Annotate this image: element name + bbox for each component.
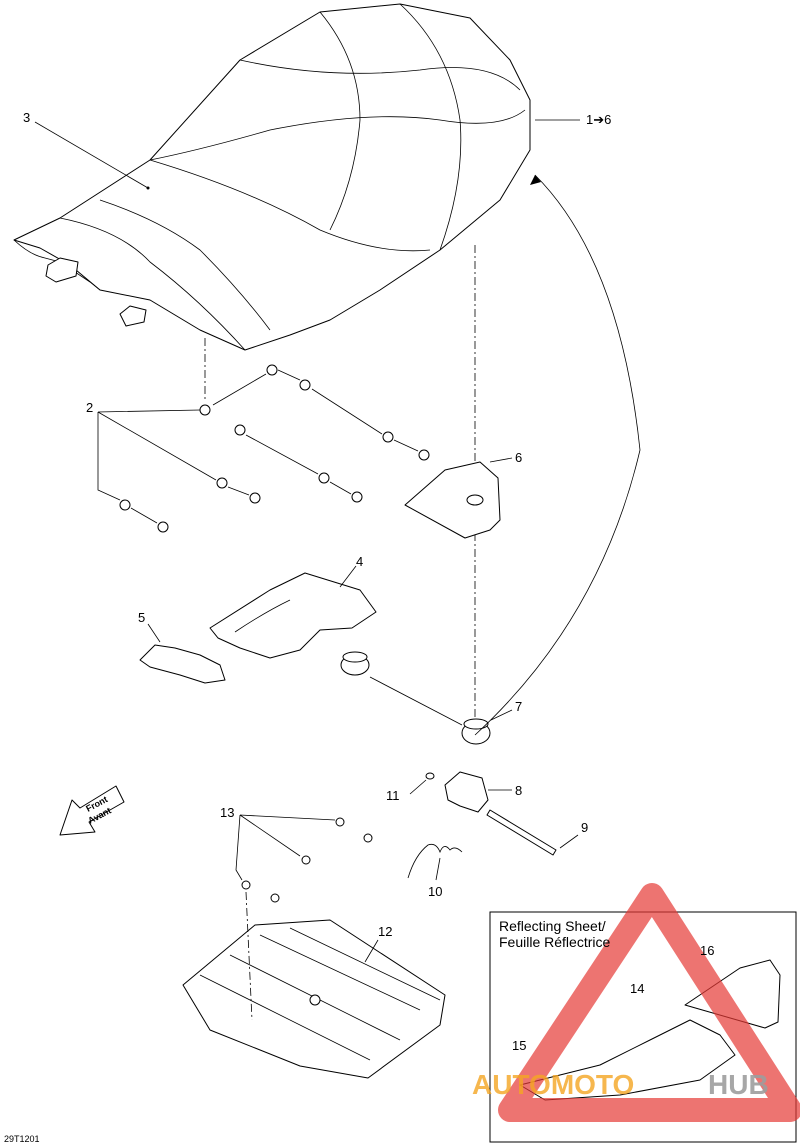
drawing-code: 29T1201 <box>4 1134 40 1144</box>
label-part-2: 2 <box>86 400 93 415</box>
label-part-10: 10 <box>428 884 442 899</box>
bolts-13 <box>241 817 373 903</box>
label-part-12: 12 <box>378 924 392 939</box>
plate-6 <box>404 461 501 539</box>
label-part-13: 13 <box>220 805 234 820</box>
cover-5 <box>139 644 226 684</box>
label-part-1-6: 1➔6 <box>586 112 611 127</box>
watermark-text-gray: HUB <box>708 1069 769 1100</box>
watermark-logo <box>498 883 800 1122</box>
inset-title-line1: Reflecting Sheet/ <box>499 918 606 934</box>
watermark-text-orange: AUTOMOTO <box>472 1069 634 1100</box>
label-part-9: 9 <box>581 820 588 835</box>
leader-2 <box>97 409 217 501</box>
label-part-11: 11 <box>386 788 400 803</box>
pin-9 <box>486 809 579 856</box>
label-part-7: 7 <box>515 699 522 714</box>
seat-assembly <box>13 3 531 720</box>
label-part-4: 4 <box>356 554 363 569</box>
fastener-group <box>119 364 430 533</box>
skid-plate-12 <box>182 919 446 1079</box>
label-part-15: 15 <box>512 1038 526 1053</box>
inset-title-line2: Feuille Réflectrice <box>499 934 610 950</box>
label-part-6: 6 <box>515 450 522 465</box>
washer-11 <box>409 772 435 795</box>
front-direction-arrow <box>59 785 125 836</box>
latch-bracket-8 <box>444 771 512 813</box>
grommet-7 <box>340 651 491 745</box>
label-part-8: 8 <box>515 783 522 798</box>
label-part-3: 3 <box>23 110 30 125</box>
label-part-16: 16 <box>700 943 714 958</box>
label-part-14: 14 <box>630 981 644 996</box>
cover-4 <box>209 572 377 659</box>
label-part-5: 5 <box>138 610 145 625</box>
spring-10 <box>407 843 463 879</box>
